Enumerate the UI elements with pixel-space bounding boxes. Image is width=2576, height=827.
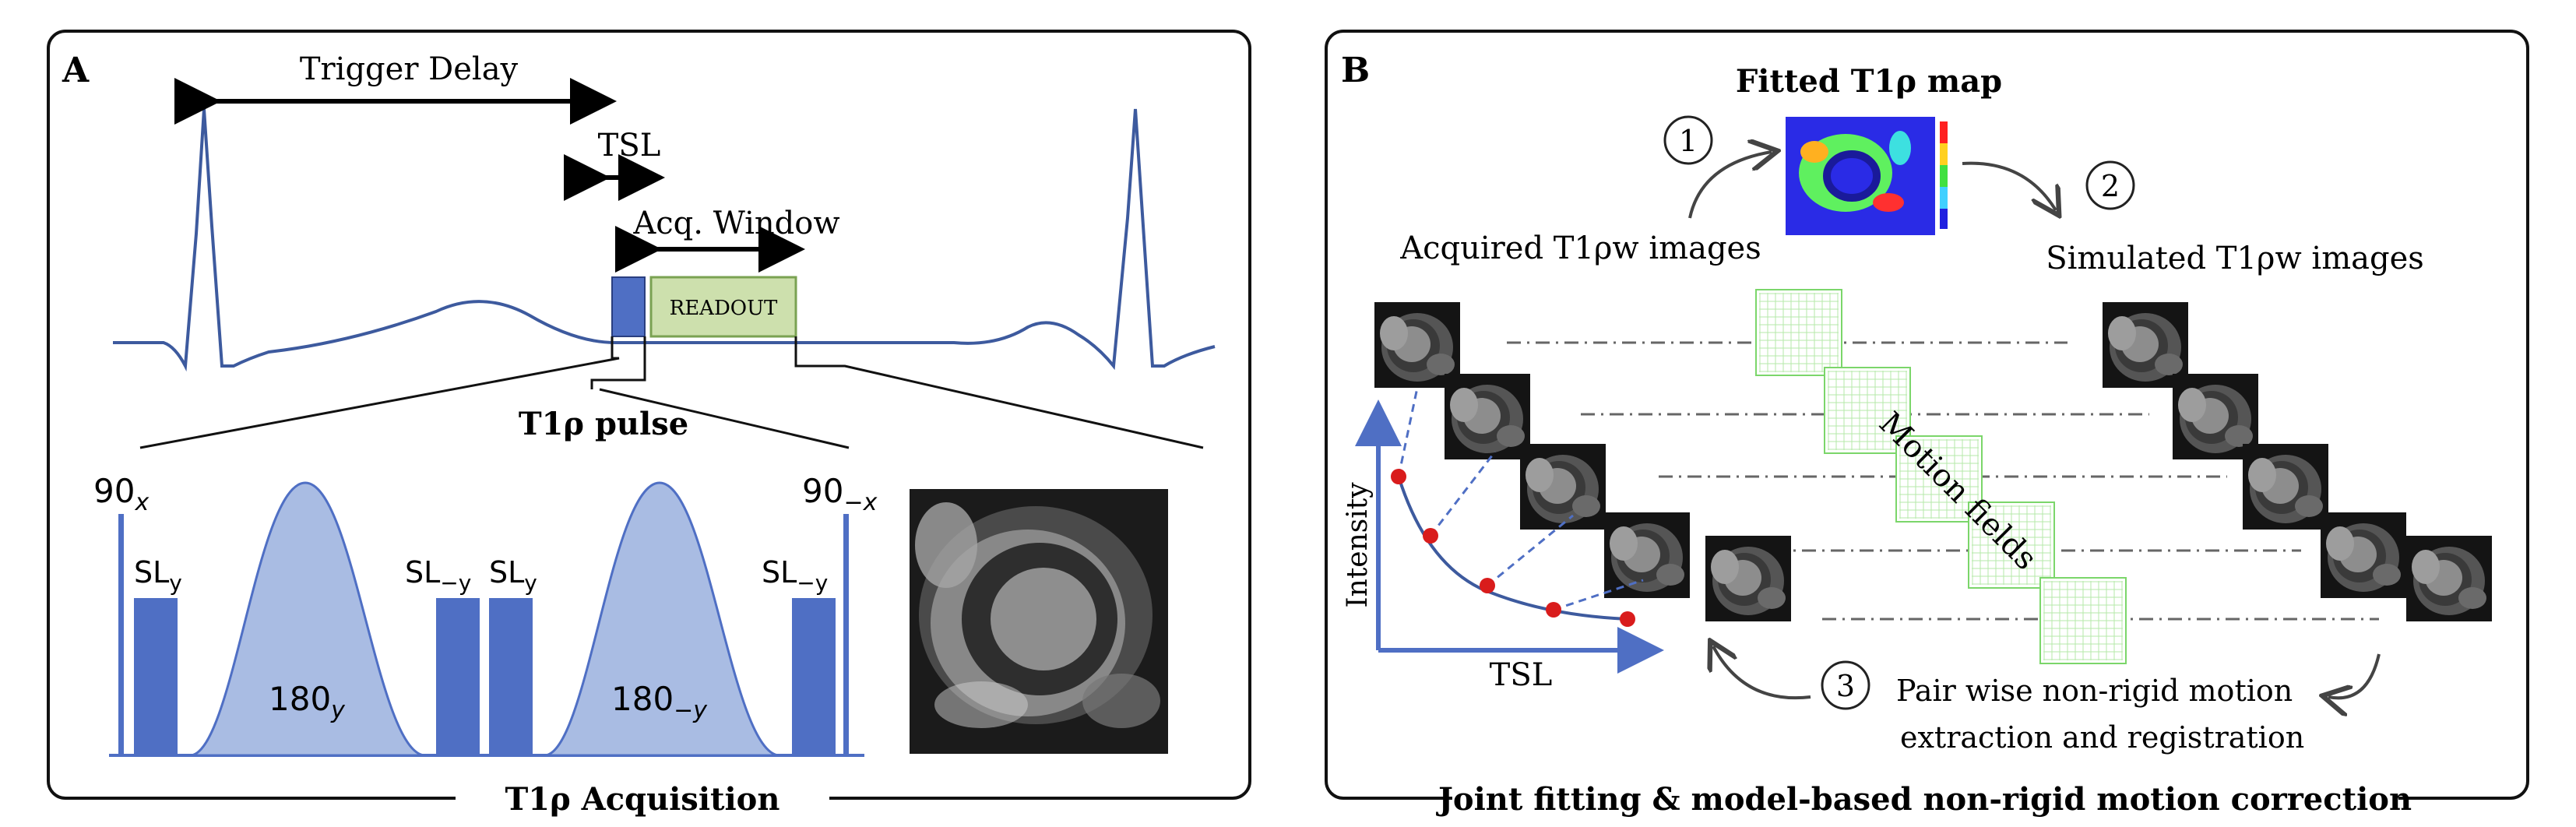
zoom-connector-left — [139, 336, 620, 449]
arrow-step3-left — [1713, 646, 1811, 700]
acq-window-label: Acq. Window — [632, 206, 839, 241]
pulse-sl-y-1 — [134, 598, 178, 755]
arrow-step3-right — [2328, 653, 2381, 698]
label-90-neg-x: 90−x — [802, 472, 878, 516]
t1rho-pulse-title: T1ρ pulse — [519, 406, 688, 442]
step-3-circle — [1821, 660, 1870, 710]
pulse-90x — [118, 514, 124, 755]
fit-point — [1423, 528, 1438, 544]
trigger-delay-label: Trigger Delay — [300, 51, 519, 87]
label-sl-neg-y-1: SL−y — [405, 555, 471, 596]
map-title: Fitted T1ρ map — [1736, 63, 2002, 100]
acquired-image-stack — [1374, 302, 1791, 621]
arrow-step2 — [1962, 161, 2056, 210]
intensity-axis-label: Intensity — [1342, 482, 1374, 608]
arrow-step1 — [1688, 152, 1772, 219]
zoom-connector-mid — [590, 336, 850, 449]
pairwise-line-2: extraction and registration — [1900, 720, 2304, 755]
pulse-sl-y-2 — [489, 598, 533, 755]
fit-plot — [1355, 387, 1664, 674]
t1rho-prep-block — [611, 276, 646, 337]
simulated-image-stack — [2103, 302, 2492, 621]
pulse-180-neg-y — [544, 481, 779, 757]
label-180y: 180y — [269, 680, 346, 724]
pairwise-line-1: Pair wise non-rigid motion — [1896, 674, 2293, 708]
pulse-sequence — [109, 481, 864, 757]
step-2-label: 2 — [2101, 169, 2120, 203]
pulse-90-neg-x — [843, 514, 849, 755]
step-2-circle — [2085, 160, 2135, 210]
pulse-sl-neg-y-2 — [792, 598, 836, 755]
label-sl-neg-y-2: SL−y — [762, 555, 828, 596]
readout-block — [649, 276, 797, 338]
panel-b-letter: B — [1341, 51, 1370, 90]
acquired-label: Acquired T1ρw images — [1399, 231, 1761, 266]
simulated-label: Simulated T1ρw images — [2046, 241, 2424, 276]
tsl-label-a: TSL — [598, 128, 661, 164]
step-1-circle — [1663, 115, 1713, 165]
step-1-label: 1 — [1679, 124, 1698, 158]
fit-point — [1480, 578, 1495, 593]
pulse-180y — [190, 481, 425, 757]
fit-point — [1391, 469, 1406, 484]
panel-b-footer: Joint fitting & model-based non-rigid mo… — [1436, 781, 2412, 818]
label-sl-y-1: SLy — [134, 555, 182, 596]
fit-point — [1620, 611, 1635, 627]
ecg-trace — [113, 108, 1216, 372]
step-3-label: 3 — [1836, 669, 1855, 703]
t1rho-map-image — [1786, 117, 1948, 235]
panel-a-letter: A — [62, 51, 90, 90]
label-180-neg-y: 180−y — [611, 680, 708, 724]
label-90x: 90x — [93, 472, 149, 516]
pulse-sl-neg-y-1 — [436, 598, 480, 755]
label-sl-y-2: SLy — [489, 555, 537, 596]
fit-curve — [1397, 476, 1628, 621]
tsl-axis-label: TSL — [1490, 657, 1553, 693]
panel-a-footer: T1ρ Acquisition — [505, 781, 780, 818]
mr-cardiac-image — [910, 489, 1168, 754]
fit-point — [1546, 602, 1561, 618]
zoom-connector-right — [794, 336, 1204, 449]
readout-label: READOUT — [670, 297, 778, 320]
